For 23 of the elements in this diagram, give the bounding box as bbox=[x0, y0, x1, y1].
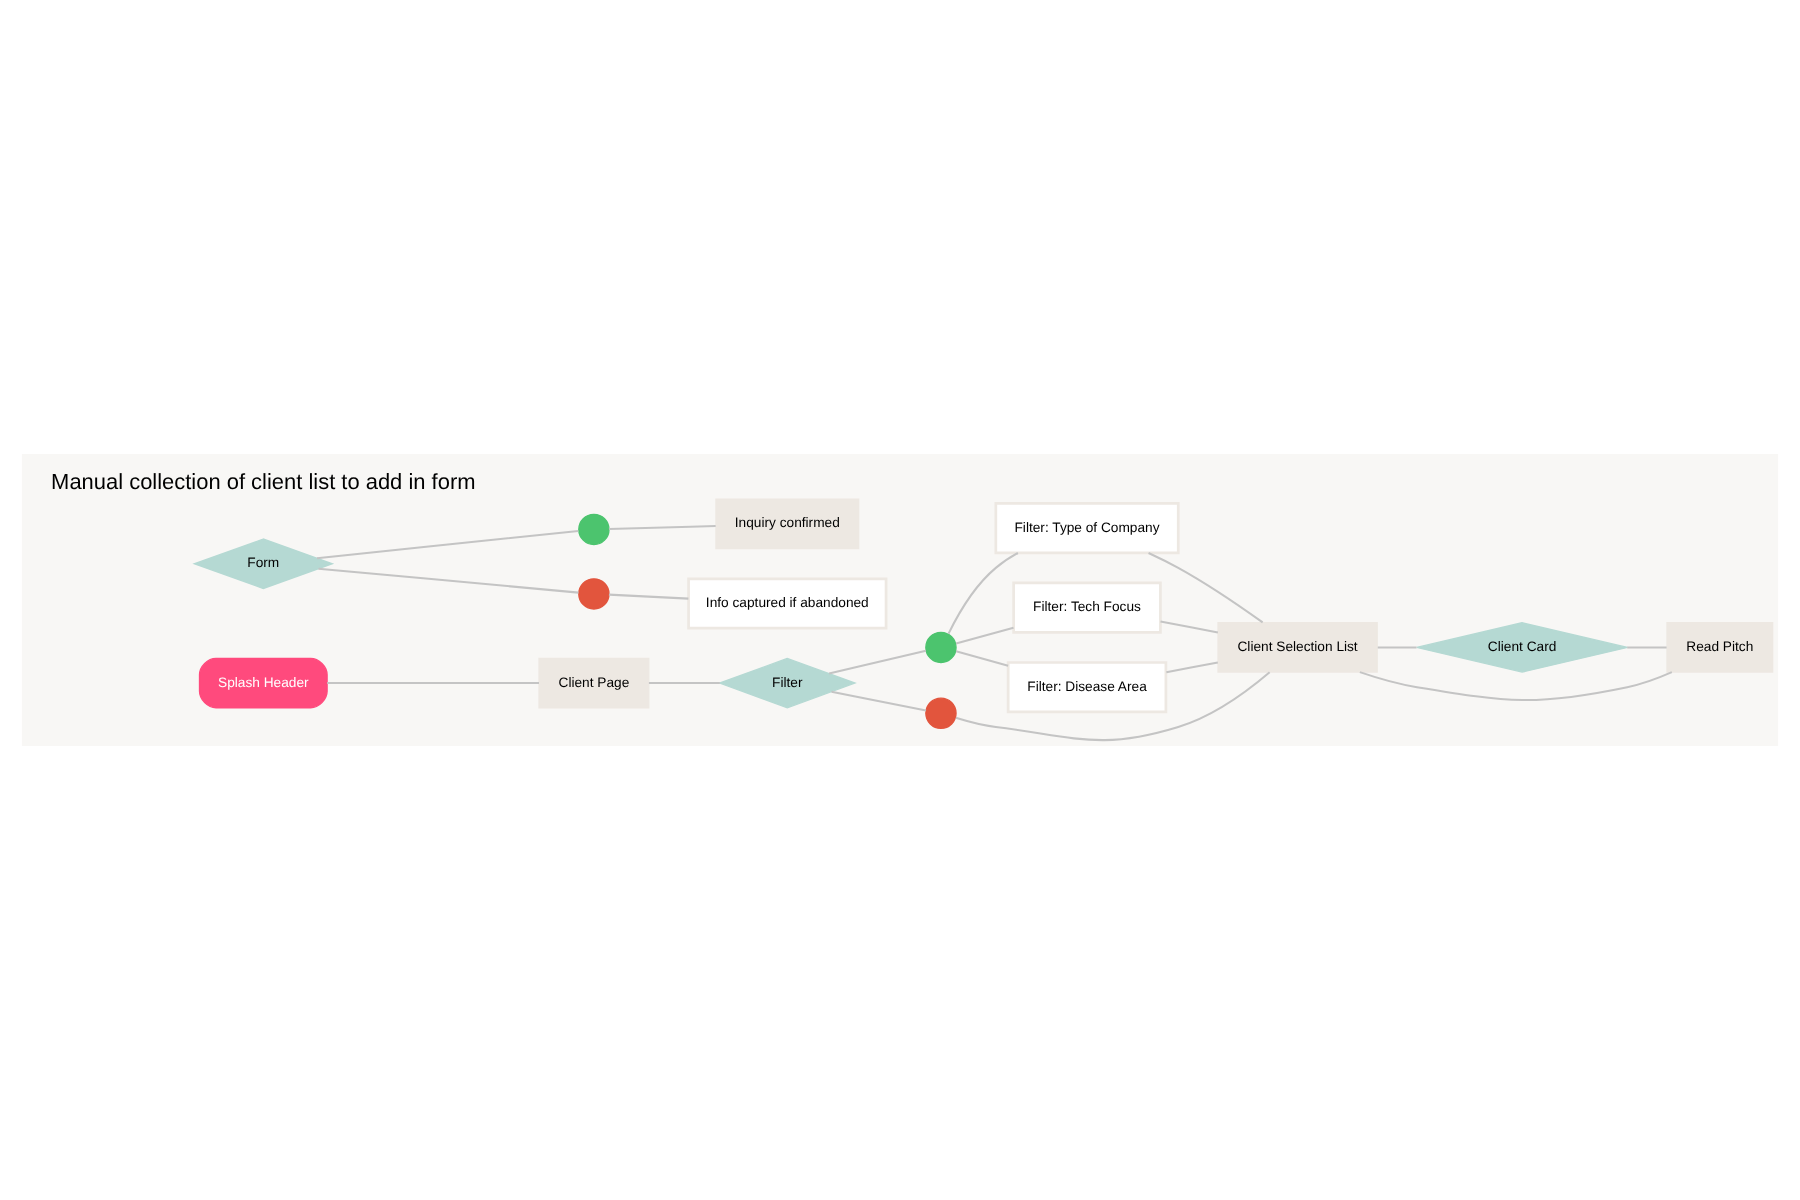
connector bbox=[955, 626, 1014, 645]
connector bbox=[1166, 661, 1218, 674]
connector bbox=[1148, 552, 1264, 624]
connector bbox=[955, 650, 1009, 667]
connector bbox=[947, 552, 1019, 635]
connector bbox=[831, 690, 927, 712]
connector bbox=[955, 671, 1271, 742]
connector bbox=[828, 649, 927, 675]
connector bbox=[327, 682, 539, 685]
connector bbox=[608, 524, 716, 531]
connector bbox=[318, 567, 579, 594]
label: Manual collection of client list to add in form bbox=[51, 471, 476, 496]
node-circle bbox=[578, 513, 610, 546]
node-circle bbox=[925, 631, 957, 664]
connector bbox=[608, 593, 689, 600]
connector bbox=[648, 682, 720, 685]
connector bbox=[1377, 646, 1417, 649]
connector bbox=[1359, 671, 1673, 702]
connector bbox=[1160, 620, 1219, 634]
connector bbox=[1627, 646, 1667, 649]
node-circle bbox=[578, 578, 610, 610]
node-circle bbox=[925, 697, 957, 730]
connector bbox=[316, 529, 579, 560]
